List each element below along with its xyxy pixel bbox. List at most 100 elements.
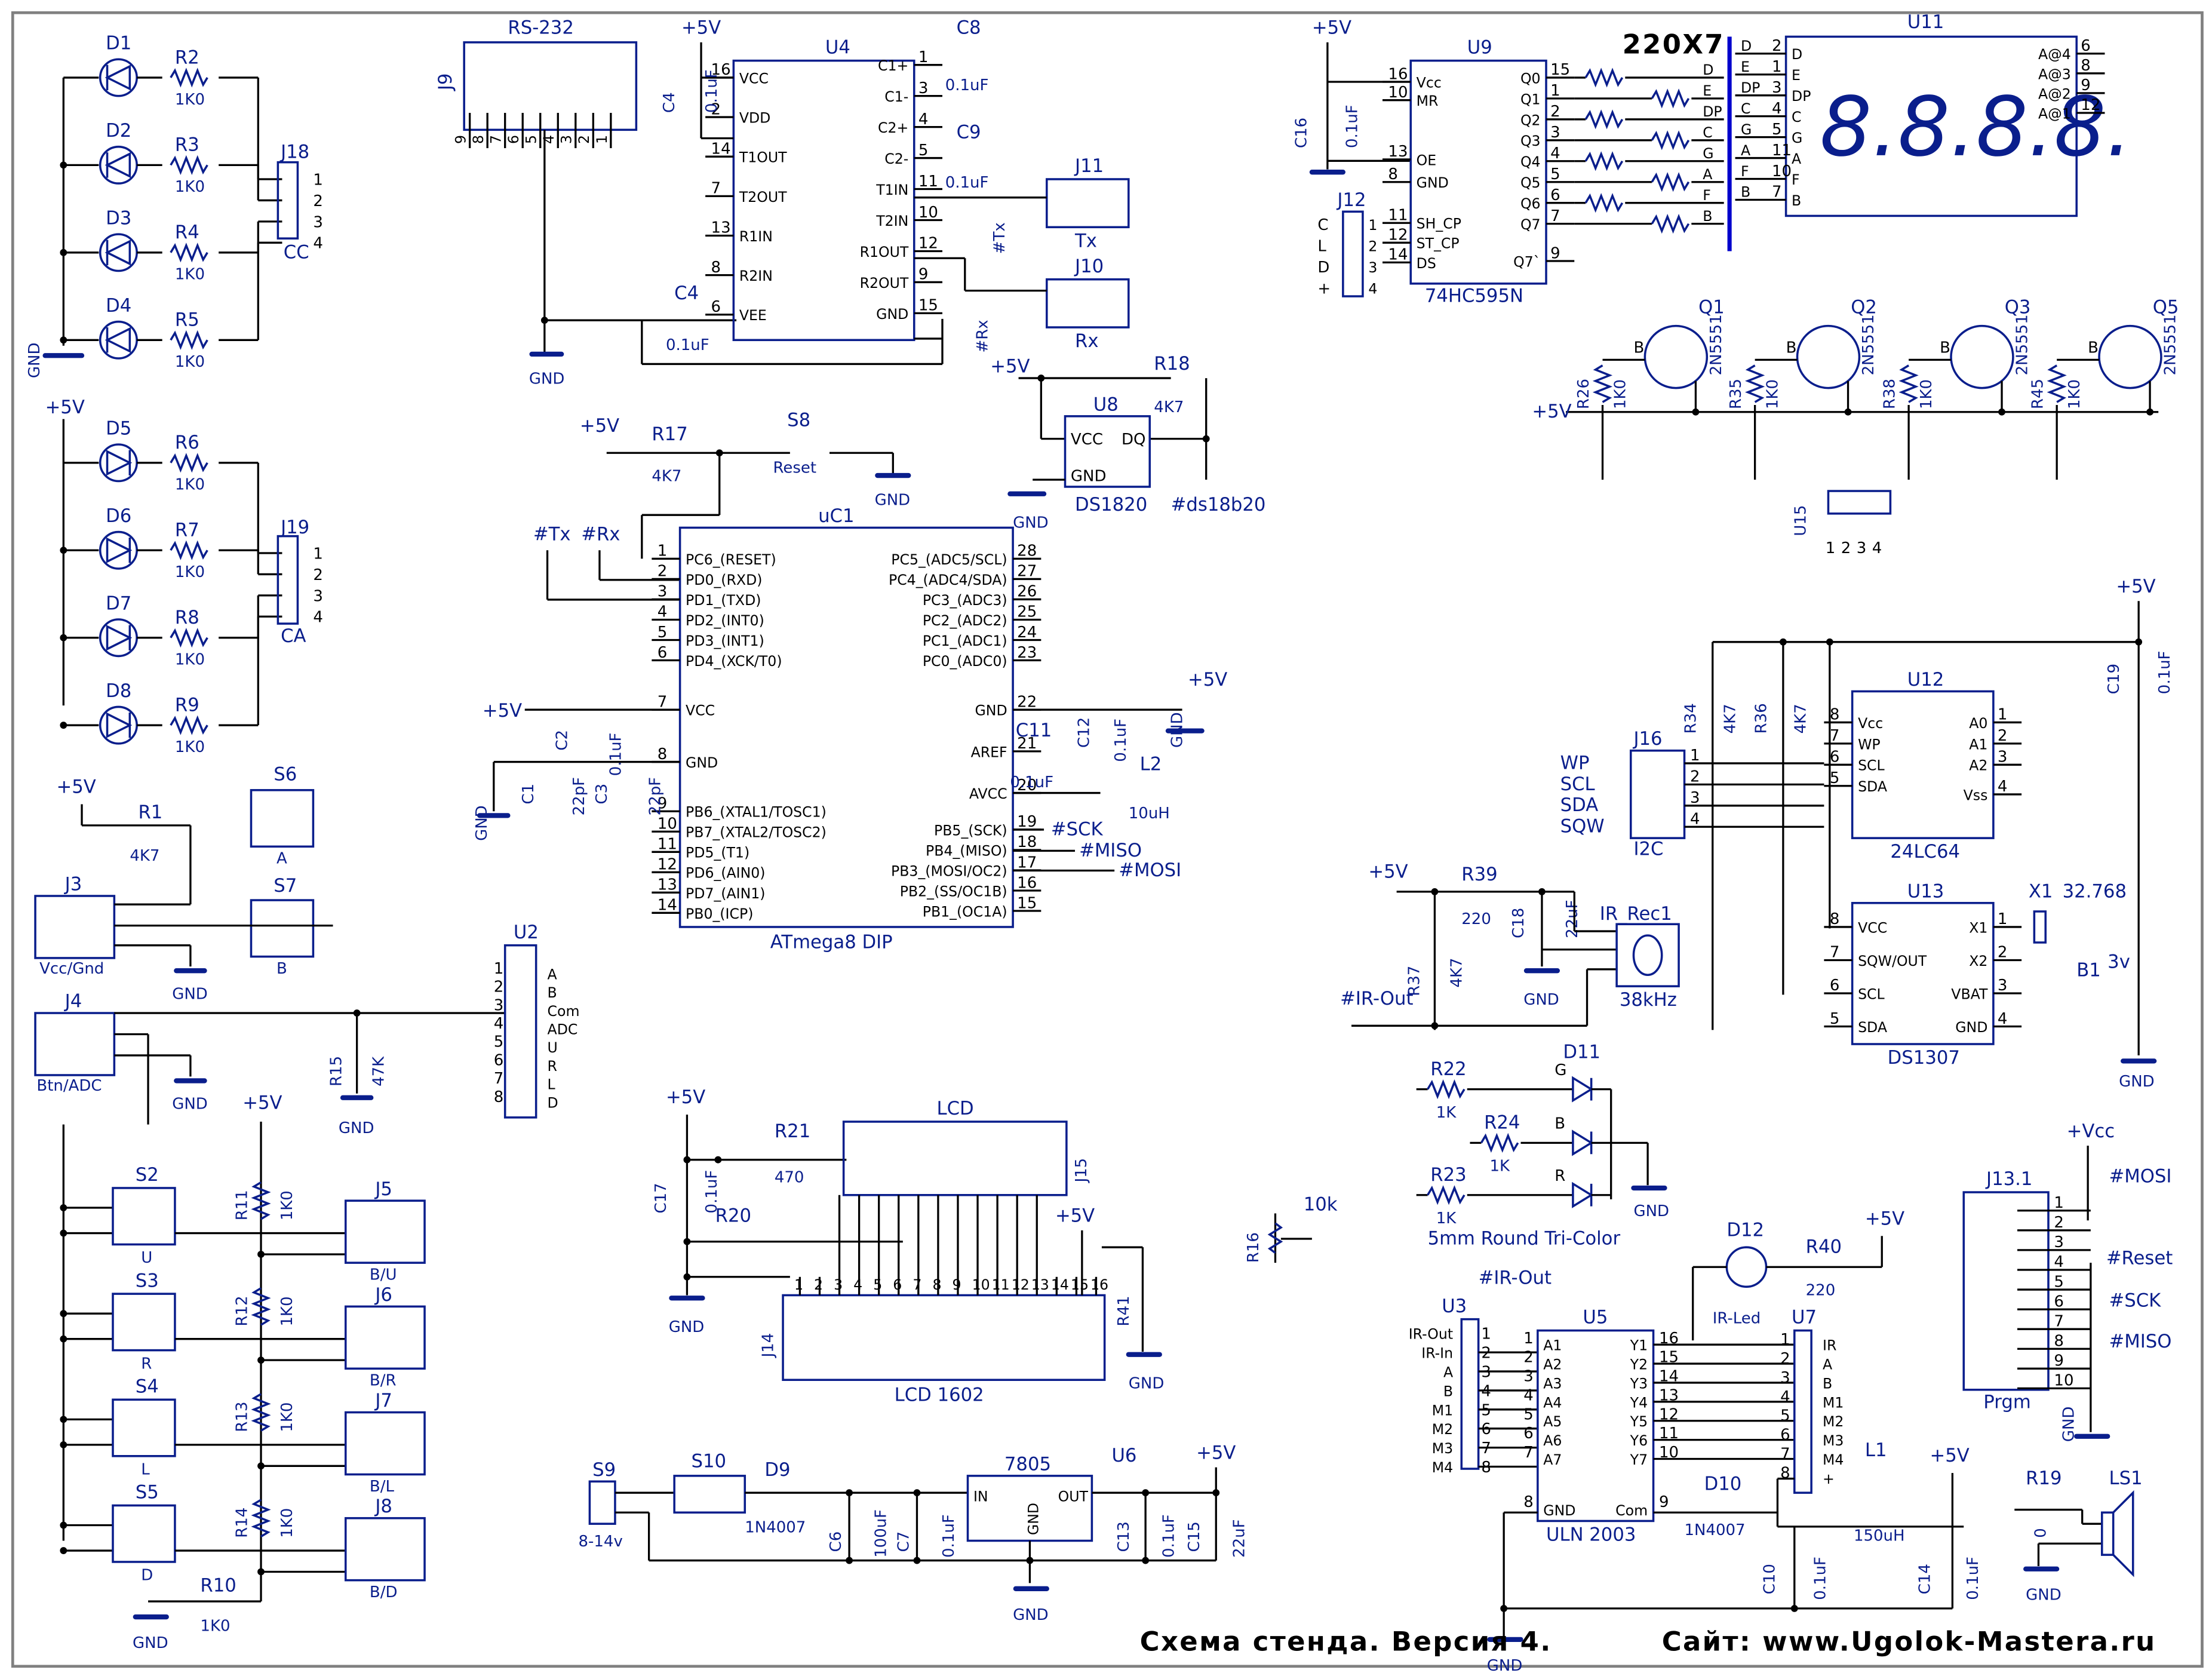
svg-text:J11: J11 [1074, 156, 1104, 177]
pin-number: 18 [1017, 833, 1037, 851]
resistor-ref: R26 [1575, 379, 1593, 409]
svg-text:uC1: uC1 [818, 506, 854, 527]
connector-label: R [548, 1058, 557, 1075]
pin-name: B [1940, 339, 1950, 357]
svg-text:0.1uF: 0.1uF [666, 336, 709, 354]
led-icon [1572, 1129, 1593, 1156]
u3-connector [1460, 1318, 1480, 1470]
svg-text:OUT: OUT [1058, 1488, 1089, 1505]
pin-name: PC5_(ADC5/SCL) [891, 551, 1007, 568]
pin-name: SDA [1858, 1019, 1887, 1036]
resistor-icon [1480, 1132, 1519, 1153]
segment-net: G [1741, 121, 1752, 138]
svg-text:S9: S9 [592, 1460, 616, 1481]
svg-text:#IR-Out: #IR-Out [1340, 989, 1413, 1009]
resistor-ref: R45 [2029, 379, 2047, 409]
pin-number: 4 [313, 609, 323, 627]
pin-name: Q0 [1520, 70, 1541, 87]
pin-number: 4 [1872, 539, 1882, 557]
svg-text:#MISO: #MISO [1079, 840, 1142, 861]
svg-text:U4: U4 [825, 38, 850, 59]
svg-text:R10: R10 [200, 1576, 236, 1597]
connector-label: B/D [370, 1583, 398, 1601]
transistor-part: 2N5551 [1707, 314, 1725, 375]
svg-text:0.1uF: 0.1uF [1112, 719, 1130, 762]
switch-ref: S2 [136, 1165, 159, 1186]
pin-name: PB6_(XTAL1/TOSC1) [686, 804, 827, 821]
pin-number: 1 [494, 960, 504, 978]
signal-label: SQW [1560, 817, 1605, 837]
pin-name: PD6_(AIN0) [686, 865, 765, 882]
pin-number: 13 [1031, 1276, 1049, 1293]
resistor-value: 1K0 [175, 266, 205, 284]
segment-net: C [1741, 100, 1751, 117]
svg-text:D11: D11 [1563, 1042, 1600, 1063]
pin-number: 6 [1523, 1425, 1534, 1442]
svg-text:0.1uF: 0.1uF [1010, 773, 1053, 791]
svg-text:J15: J15 [1073, 1158, 1090, 1184]
connector-ref: J5 [374, 1179, 392, 1200]
pin-number: 8 [2054, 1333, 2064, 1350]
svg-text:L1: L1 [1865, 1440, 1887, 1461]
j14-connector [782, 1294, 1106, 1381]
pin-number: 2 [711, 100, 721, 118]
pin-number: 8 [932, 1276, 941, 1293]
pin-number: 20 [1017, 776, 1037, 794]
resistor-value: 1K0 [175, 91, 205, 109]
u7-connector [1793, 1329, 1812, 1494]
pin-number: 13 [658, 876, 677, 894]
j12-connector [1342, 210, 1364, 297]
svg-text:CC: CC [284, 242, 309, 263]
switch-label: U [141, 1249, 152, 1267]
svg-text:R40: R40 [1806, 1237, 1842, 1258]
i2c-section: +5V C19 0.1uF R34 4K7 R36 4K7 J16 I2C WP… [1560, 576, 2174, 1091]
svg-text:1K0: 1K0 [200, 1617, 230, 1635]
crystal [2033, 910, 2047, 944]
led-color: G [1554, 1061, 1566, 1079]
svg-text:R1: R1 [139, 802, 163, 823]
resistor-value: 1K [1436, 1210, 1457, 1227]
svg-text:8-14v: 8-14v [579, 1533, 623, 1551]
svg-text:S8: S8 [787, 410, 810, 431]
pin-number: 2 [658, 563, 668, 581]
pin-name: PB2_(SS/OC1B) [900, 883, 1007, 900]
svg-text:150uH: 150uH [1854, 1527, 1905, 1545]
svg-text:U8: U8 [1093, 394, 1119, 415]
led-ref: D2 [106, 121, 131, 142]
segment-net: F [1703, 187, 1711, 204]
pin-name: T2OUT [739, 189, 787, 205]
pin-name: T1OUT [739, 149, 787, 166]
resistor-ref: R38 [1881, 379, 1898, 409]
pin-number: 2 [1841, 539, 1851, 557]
svg-text:Rx: Rx [1075, 331, 1098, 352]
svg-text:R21: R21 [775, 1121, 810, 1142]
pin-number: 4 [313, 235, 323, 253]
resistor-value: 1K0 [1918, 379, 1936, 409]
pin-number: 9 [2054, 1352, 2064, 1370]
connector-label: + [1823, 1471, 1835, 1487]
pin-number: 5 [1523, 1405, 1534, 1423]
pin-name: AVCC [969, 785, 1007, 802]
switch-label: D [141, 1567, 153, 1585]
transistor-part: 2N5551 [2014, 314, 2032, 375]
segment-net: DP [1741, 79, 1760, 96]
svg-text:0.1uF: 0.1uF [703, 69, 721, 113]
pin-number: 1 [594, 135, 610, 144]
svg-text:22pF: 22pF [647, 777, 665, 815]
svg-text:GND: GND [172, 985, 208, 1003]
pin-name: A3 [1543, 1375, 1562, 1392]
svg-text:GND: GND [1523, 991, 1559, 1009]
resistor-icon [170, 155, 208, 175]
segment-net: E [1741, 59, 1750, 75]
pin-number: 6 [893, 1276, 902, 1293]
segment-net: D [1703, 62, 1713, 78]
resistor-icon [170, 67, 208, 88]
resistor-icon [170, 628, 208, 648]
svg-text:R15: R15 [328, 1056, 346, 1086]
pin-name: A5 [1543, 1413, 1562, 1430]
segment-net: D [1741, 38, 1752, 54]
resistor-value: 1K [1436, 1104, 1457, 1122]
pin-number: 8 [494, 1088, 504, 1106]
pin-number: 7 [1550, 207, 1560, 225]
pin-number: 1 [1998, 706, 2008, 724]
